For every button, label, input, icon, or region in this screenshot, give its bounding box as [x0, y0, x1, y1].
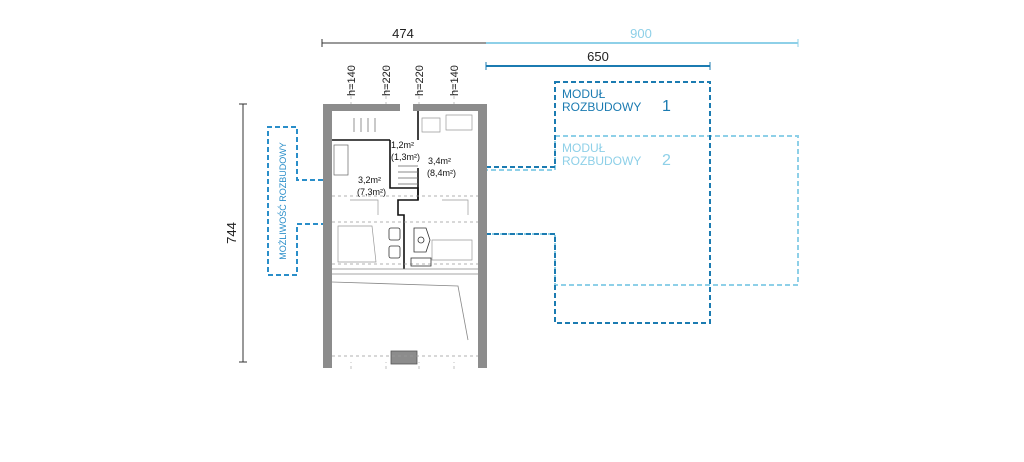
- dimension-width-extension-1-label: 650: [587, 49, 609, 64]
- dimension-length-total-label: 744: [224, 222, 239, 244]
- window-height-label: h=140: [346, 65, 358, 96]
- module-1-title-line2: ROZBUDOWY: [562, 100, 641, 114]
- dimension-width-extension-2: 900: [486, 26, 799, 47]
- module-1-number: 1: [662, 98, 671, 115]
- window-height-label: h=140: [449, 65, 461, 96]
- dimension-width-total-label: 474: [392, 26, 414, 41]
- window-height-label: h=220: [414, 65, 426, 96]
- bathroom-fixtures: [388, 227, 432, 267]
- wall-left: [323, 104, 332, 368]
- stairs: [333, 118, 418, 185]
- side-extension-label: MOŻLIWOŚĆ ROZBUDOWY: [277, 142, 288, 260]
- dimension-width-total: 474: [321, 26, 486, 47]
- extension-module-2: [485, 135, 799, 286]
- wall-top-left: [323, 104, 400, 111]
- room-area-label: 3,2m²: [358, 175, 381, 185]
- wall-top-right: [413, 104, 487, 111]
- dimension-width-extension-2-label: 900: [630, 26, 652, 41]
- room-area-total-label: (8,4m²): [427, 168, 456, 178]
- chimney: [390, 350, 418, 365]
- house-plan: 1,2m² (1,3m²) 3,4m² (8,4m²) 3,2m² (7,3m²…: [323, 104, 487, 368]
- module-2-title-line1: MODUŁ: [562, 141, 606, 155]
- room-area-total-label: (7,3m²): [357, 187, 386, 197]
- module-2-number: 2: [662, 152, 671, 169]
- window-height-label: h=220: [381, 65, 393, 96]
- room-area-total-label: (1,3m²): [391, 152, 420, 162]
- furniture: [337, 114, 473, 263]
- module-1-title-line1: MODUŁ: [562, 87, 606, 101]
- module-2-title-line2: ROZBUDOWY: [562, 154, 641, 168]
- dimension-length-total: 744: [224, 103, 247, 363]
- wall-right: [478, 104, 487, 368]
- extension-module-1: [485, 81, 711, 324]
- room-area-label: 1,2m²: [391, 140, 414, 150]
- room-area-label: 3,4m²: [428, 156, 451, 166]
- side-extension-outline: [267, 126, 323, 276]
- dimension-width-extension-1: 650: [485, 49, 711, 70]
